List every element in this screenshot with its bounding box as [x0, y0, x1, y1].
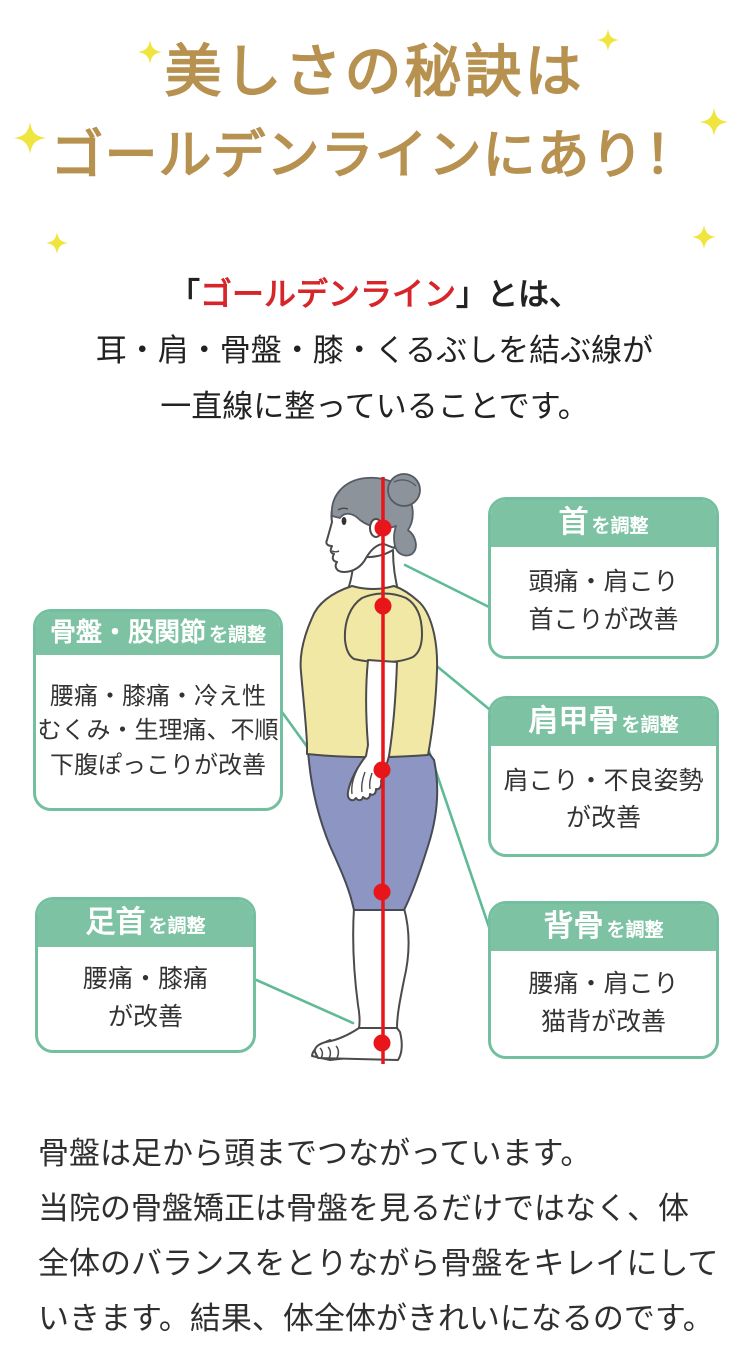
label-card-pelvis: 骨盤・股関節 を調整 腰痛・膝痛・冷え性 むくみ・生理痛、不順 下腹ぽっこりが改… — [33, 609, 283, 811]
label-card-pelvis-suffix: を調整 — [209, 625, 267, 646]
label-card-pelvis-line1: 腰痛・膝痛・冷え性 — [50, 683, 266, 711]
alignment-dot-ankle — [373, 1034, 391, 1052]
label-card-scapula: 肩甲骨 を調整 肩こり・不良姿勢 が改善 — [488, 696, 719, 857]
label-card-neck-body: 頭痛・肩こり 首こりが改善 — [491, 547, 716, 656]
label-card-ankle-line2: が改善 — [107, 1002, 183, 1031]
label-card-neck-keyword: 首 — [558, 506, 589, 539]
outro-line-2: 当院の骨盤矯正は骨盤を見るだけではなく、体 — [38, 1191, 689, 1226]
intro-line-1: 「ゴールデンライン」とは、 — [0, 266, 749, 323]
label-card-ankle-suffix: を調整 — [148, 916, 206, 937]
label-card-spine-body: 腰痛・肩こり 猫背が改善 — [491, 951, 716, 1056]
label-card-neck-line2: 首こりが改善 — [528, 605, 679, 634]
woman-side-profile — [299, 473, 439, 1061]
label-card-scapula-header: 肩甲骨 を調整 — [491, 699, 716, 746]
label-card-pelvis-body: 腰痛・膝痛・冷え性 むくみ・生理痛、不順 下腹ぽっこりが改善 — [36, 655, 280, 808]
label-card-pelvis-header: 骨盤・股関節 を調整 — [36, 612, 280, 655]
label-card-pelvis-keyword: 骨盤・股関節 — [49, 617, 206, 647]
connector-line-neck — [403, 563, 491, 609]
intro-bracket-close: 」とは、 — [456, 277, 580, 312]
alignment-dot-shoulder — [374, 597, 392, 615]
label-card-spine-suffix: を調整 — [606, 920, 664, 941]
connector-line-pelvis — [280, 710, 323, 768]
page-title: 美しさの秘訣は ゴールデンラインにあり！ — [0, 40, 749, 185]
label-card-ankle: 足首 を調整 腰痛・膝痛 が改善 — [35, 897, 256, 1053]
title-line-2: ゴールデンラインにあり！ — [50, 126, 699, 185]
intro-highlight: ゴールデンライン — [199, 276, 456, 312]
label-card-neck: 首 を調整 頭痛・肩こり 首こりが改善 — [488, 497, 719, 659]
intro-line-3: 一直線に整っていることです。 — [160, 389, 589, 424]
label-card-ankle-body: 腰痛・膝痛 が改善 — [38, 947, 253, 1050]
sparkle-icon — [692, 225, 716, 249]
label-card-scapula-line1: 肩こり・不良姿勢 — [503, 766, 704, 795]
intro-bracket-open: 「 — [168, 277, 200, 312]
label-card-spine-header: 背骨 を調整 — [491, 904, 716, 951]
label-card-neck-suffix: を調整 — [591, 516, 649, 537]
intro-line-2: 耳・肩・骨盤・膝・くるぶしを結ぶ線が — [95, 333, 654, 368]
label-card-ankle-keyword: 足首 — [85, 906, 146, 939]
label-card-spine-line1: 腰痛・肩こり — [528, 970, 679, 998]
label-card-scapula-line2: が改善 — [565, 804, 641, 832]
label-card-neck-header: 首 を調整 — [491, 500, 716, 547]
label-card-scapula-keyword: 肩甲骨 — [528, 705, 619, 738]
label-card-spine: 背骨 を調整 腰痛・肩こり 猫背が改善 — [488, 901, 719, 1059]
alignment-dot-pelvis — [373, 761, 391, 779]
sparkle-icon — [46, 232, 68, 254]
intro-text: 「ゴールデンライン」とは、 耳・肩・骨盤・膝・くるぶしを結ぶ線が 一直線に整って… — [0, 266, 749, 435]
label-card-scapula-body: 肩こり・不良姿勢 が改善 — [491, 746, 716, 854]
label-card-scapula-suffix: を調整 — [621, 715, 679, 736]
outro-line-4: いきます。結果、体全体がきれいになるのです。 — [38, 1301, 714, 1336]
hair-bun — [387, 473, 421, 507]
outro-line-3: 全体のバランスをとりながら骨盤をキレイにして — [38, 1246, 719, 1281]
connector-line-scapula — [403, 638, 491, 711]
title-line-1: 美しさの秘訣は — [164, 40, 585, 104]
connector-lines — [250, 563, 491, 1025]
alignment-dot-ear — [374, 519, 392, 537]
golden-line-indicator — [373, 477, 392, 1064]
alignment-dot-knee — [373, 883, 391, 901]
label-card-neck-line1: 頭痛・肩こり — [528, 568, 679, 596]
outro-line-1: 骨盤は足から頭までつながっています。 — [38, 1136, 592, 1171]
connector-line-ankle — [250, 976, 355, 1025]
ear — [369, 518, 383, 538]
label-card-spine-keyword: 背骨 — [543, 910, 604, 943]
label-card-pelvis-line2: むくみ・生理痛、不順 — [37, 717, 279, 745]
connector-line-spine — [413, 708, 491, 929]
label-card-pelvis-line3: 下腹ぽっこりが改善 — [50, 751, 266, 779]
label-card-ankle-line1: 腰痛・膝痛 — [82, 965, 208, 993]
label-card-spine-line2: 猫背が改善 — [540, 1007, 666, 1036]
outro-paragraph: 骨盤は足から頭までつながっています。 当院の骨盤矯正は骨盤を見るだけではなく、体… — [38, 1126, 718, 1346]
label-card-ankle-header: 足首 を調整 — [38, 900, 253, 947]
